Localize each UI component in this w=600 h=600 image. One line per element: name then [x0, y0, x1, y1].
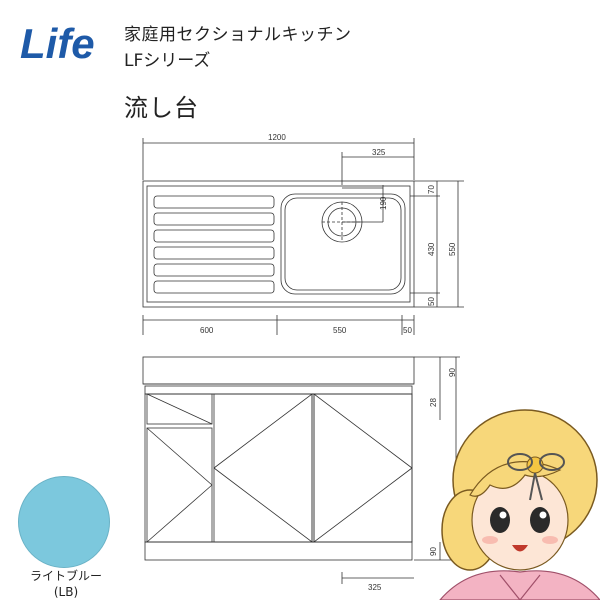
dim-bottom-90: 90: [429, 547, 438, 556]
logo-text: Life: [20, 20, 95, 66]
color-code: (LB): [53, 585, 79, 599]
dim-drain-offset: 190: [379, 196, 388, 210]
dim-basin-offset: 325: [372, 148, 386, 157]
dim-front-90: 90: [448, 368, 457, 377]
color-swatch: [18, 476, 110, 568]
product-name: 流し台: [124, 94, 199, 122]
dim-edge-50: 50: [403, 326, 412, 335]
series-category: 家庭用セクショナルキッチン: [124, 25, 352, 45]
brand-logo: Life: [20, 20, 95, 66]
color-label: ライトブルー (LB): [20, 568, 112, 600]
dim-total-width: 1200: [268, 133, 286, 142]
dim-drainboard-width: 600: [200, 326, 214, 335]
series-name: LFシリーズ: [124, 51, 211, 71]
dim-depth-430: 430: [427, 242, 436, 256]
dim-sink-width: 550: [333, 326, 347, 335]
dim-depth-50: 50: [427, 297, 436, 306]
dim-depth-70: 70: [427, 185, 436, 194]
dim-depth-550: 550: [448, 242, 457, 256]
dim-bottom-325: 325: [368, 583, 382, 592]
color-name: ライトブルー: [29, 569, 102, 583]
mascot-illustration: [439, 409, 600, 600]
dim-front-28: 28: [429, 398, 438, 407]
